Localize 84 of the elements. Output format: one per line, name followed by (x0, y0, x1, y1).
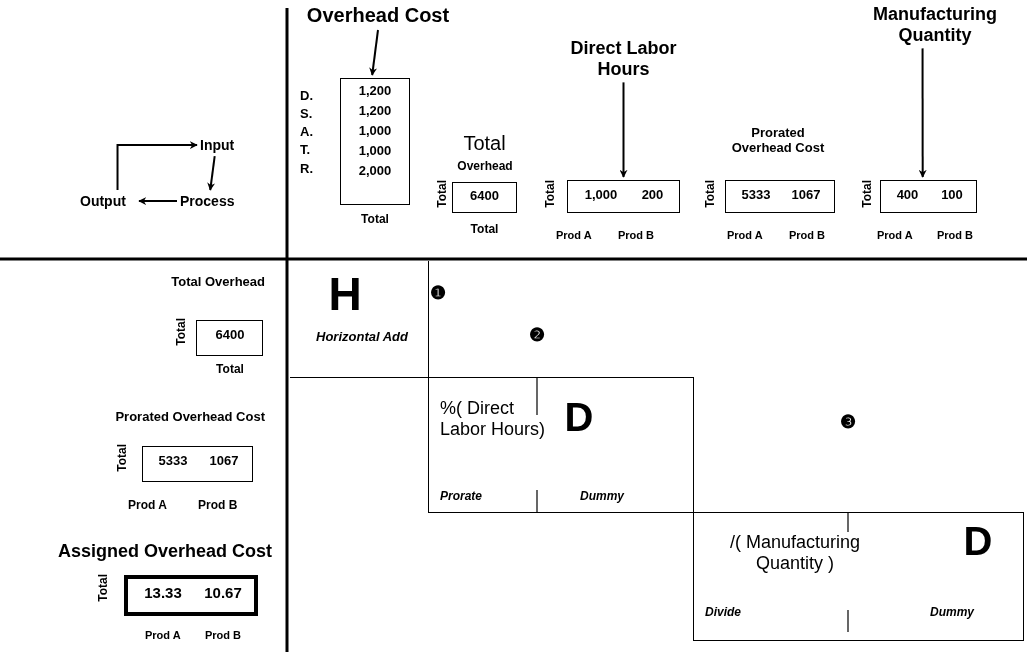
operation-box (428, 377, 694, 513)
value: 5333 (740, 188, 772, 203)
input-heading: Manufacturing Quantity (846, 4, 1024, 46)
value: 6400 (469, 189, 500, 204)
arrow (619, 81, 628, 178)
column-label: Prod B (937, 229, 975, 242)
value-box (567, 180, 680, 213)
operation-symbol: H (327, 268, 363, 321)
value: 1067 (790, 188, 822, 203)
row-label: Total (544, 180, 558, 208)
flow-label: Process (180, 193, 252, 210)
value: 1,000 (583, 188, 619, 203)
row-label: S. (300, 107, 314, 122)
column-label: Prod A (145, 629, 182, 642)
row-label: T. (300, 143, 312, 158)
value: 1,000 (357, 124, 393, 139)
input-heading: Direct Labor Hours (556, 38, 691, 80)
operation-symbol: D (563, 394, 595, 440)
row-label: Total (704, 180, 718, 208)
row-label: D. (300, 89, 314, 104)
value-box (142, 446, 253, 482)
column-label: Prod A (128, 499, 168, 513)
result-box (124, 575, 258, 616)
operation-text: /( Manufacturing Quantity ) (728, 532, 862, 574)
value-box (880, 180, 977, 213)
column-label: Total (360, 213, 390, 227)
box-title: Assigned Overhead Cost (56, 541, 272, 562)
operation-name: Dummy (580, 490, 626, 504)
operation-name: Dummy (930, 606, 976, 620)
box-title: Overhead (456, 160, 514, 174)
arrow (369, 29, 379, 76)
value: 10.67 (203, 584, 243, 602)
box-title: Prorated Overhead Cost (114, 410, 265, 425)
column-label: Prod B (198, 499, 239, 513)
operation-box (693, 512, 1024, 641)
row-label: Total (861, 180, 875, 208)
operation-cell (290, 261, 429, 378)
value: 400 (895, 188, 920, 203)
value-box (725, 180, 835, 213)
arrow (116, 141, 198, 191)
column-label: Total (469, 223, 500, 237)
box-title: Total Overhead (170, 275, 265, 290)
value-box (340, 78, 410, 205)
value: 2,000 (357, 164, 393, 179)
operation-symbol: D (962, 518, 994, 564)
value-box (196, 320, 263, 356)
column-label: Prod A (727, 229, 764, 242)
value: 13.33 (143, 584, 183, 602)
box-title: Total (462, 132, 507, 155)
row-label: R. (300, 162, 314, 177)
value: 100 (940, 188, 964, 203)
flow-label: Output (80, 193, 136, 210)
column-label: Prod B (205, 629, 243, 642)
row-label: Total (97, 574, 111, 602)
arrow (138, 197, 178, 206)
box-title: Prorated Overhead Cost (730, 126, 826, 156)
row-label: A. (300, 125, 314, 140)
value: 6400 (214, 328, 246, 343)
flow-label: Input (200, 137, 242, 154)
callout-number: ❸ (840, 412, 856, 433)
column-label: Total (215, 363, 245, 377)
operation-name: Divide (705, 606, 742, 620)
column-label: Prod A (556, 229, 593, 242)
callout-number: ❷ (529, 325, 545, 346)
operation-name: Prorate (440, 490, 484, 504)
row-label: Total (116, 444, 130, 472)
column-label: Prod A (877, 229, 914, 242)
operation-name: Horizontal Add (315, 330, 409, 345)
value: 5333 (157, 454, 189, 469)
callout-number: ❶ (430, 283, 446, 304)
arrow (918, 47, 927, 178)
value: 1,200 (357, 84, 393, 99)
column-label: Prod B (789, 229, 827, 242)
arrow (207, 155, 216, 191)
value-box (452, 182, 517, 213)
input-heading: Overhead Cost (306, 4, 450, 27)
value: 1,200 (357, 104, 393, 119)
operation-text: %( Direct Labor Hours) (440, 398, 547, 440)
row-label: Total (436, 180, 450, 208)
value: 1067 (208, 454, 240, 469)
row-label: Total (175, 318, 189, 346)
value: 200 (640, 188, 665, 203)
value: 1,000 (357, 144, 393, 159)
column-label: Prod B (618, 229, 656, 242)
